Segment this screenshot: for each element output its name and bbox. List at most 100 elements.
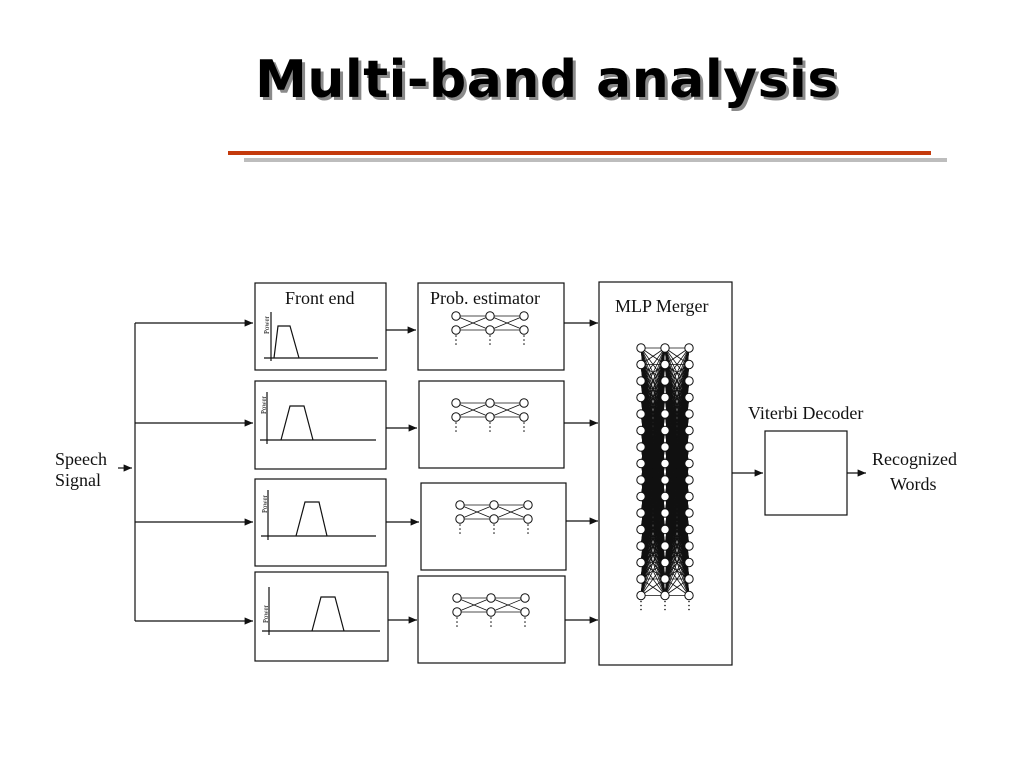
- mlp-network-band-4: [452, 593, 530, 627]
- ellipsis-dot: [493, 528, 495, 530]
- title-underline-shadow: [244, 158, 947, 162]
- network-connection: [640, 529, 666, 596]
- ellipsis-dot: [523, 339, 525, 341]
- ellipsis-dot: [493, 532, 495, 534]
- network-node: [636, 425, 646, 436]
- ellipsis-dot: [688, 608, 690, 611]
- network-node: [489, 514, 499, 524]
- ellipsis-dot: [688, 604, 690, 607]
- network-connection: [664, 512, 690, 596]
- ellipsis-dot: [523, 335, 525, 337]
- network-node: [519, 325, 529, 335]
- network-node: [684, 541, 694, 551]
- power-axis-label: Power: [262, 604, 270, 623]
- front-end-band-4: Power: [254, 571, 389, 662]
- ellipsis-dot: [527, 532, 529, 534]
- network-connection: [664, 479, 690, 596]
- network-node: [660, 541, 670, 551]
- network-node: [636, 491, 646, 502]
- viterbi-decoder-box: [764, 430, 848, 516]
- network-node: [660, 425, 670, 436]
- prob-estimator-band-3: [420, 482, 567, 571]
- network-node: [684, 425, 694, 436]
- network-node: [660, 491, 670, 502]
- network-node: [485, 311, 495, 321]
- ellipsis-dot: [664, 608, 666, 611]
- ellipsis-dot: [523, 422, 525, 424]
- network-node: [684, 557, 694, 568]
- network-node: [485, 412, 495, 422]
- network-connection: [493, 504, 529, 520]
- ellipsis-dot: [455, 422, 457, 424]
- ellipsis-dot: [459, 528, 461, 530]
- front-end-band-3: Power: [254, 478, 387, 567]
- slide-title: Multi-band analysis: [255, 50, 839, 110]
- ellipsis-dot: [664, 600, 666, 603]
- input-label-speech: Speech: [55, 449, 107, 469]
- network-node: [636, 409, 646, 419]
- network-connection: [640, 347, 666, 415]
- output-label-words: Words: [890, 474, 937, 494]
- network-node: [660, 359, 670, 370]
- output-label-recognized: Recognized: [872, 449, 957, 469]
- network-connection: [489, 402, 525, 418]
- network-node: [636, 508, 646, 518]
- network-node: [455, 514, 465, 524]
- network-connection: [640, 446, 666, 596]
- ellipsis-dot: [456, 621, 458, 623]
- ellipsis-dot: [490, 617, 492, 619]
- network-node: [452, 593, 462, 603]
- network-node: [684, 409, 694, 419]
- network-node: [455, 500, 465, 510]
- network-node: [660, 409, 670, 419]
- network-node: [684, 475, 694, 485]
- input-label-signal: Signal: [55, 470, 101, 490]
- ellipsis-dot: [489, 343, 491, 345]
- network-node: [684, 359, 694, 370]
- network-connection: [664, 430, 690, 596]
- network-connection: [459, 504, 495, 520]
- ellipsis-dot: [455, 335, 457, 337]
- front-end-band-2: Power: [254, 380, 387, 470]
- network-node: [660, 508, 670, 518]
- network-connection: [664, 347, 690, 464]
- network-node: [485, 325, 495, 335]
- ellipsis-dot: [524, 625, 526, 627]
- ellipsis-dot: [527, 528, 529, 530]
- ellipsis-dot: [524, 621, 526, 623]
- power-axis-label: Power: [263, 315, 271, 334]
- ellipsis-dot: [456, 617, 458, 619]
- ellipsis-dot: [640, 608, 642, 611]
- network-node: [451, 325, 461, 335]
- network-node: [523, 500, 533, 510]
- network-node: [523, 514, 533, 524]
- mlp-network-band-1: [451, 311, 529, 345]
- network-node: [660, 458, 670, 469]
- network-connection: [640, 347, 666, 481]
- network-connection: [455, 402, 491, 418]
- ellipsis-dot: [490, 621, 492, 623]
- ellipsis-dot: [489, 430, 491, 432]
- network-node: [684, 590, 694, 601]
- network-connection: [640, 562, 666, 596]
- front-end-title: Front end: [285, 288, 355, 308]
- network-node: [486, 593, 496, 603]
- network-node: [451, 412, 461, 422]
- ellipsis-dot: [523, 426, 525, 428]
- network-node: [660, 343, 670, 353]
- network-connection: [490, 597, 526, 613]
- network-connection: [640, 545, 666, 596]
- network-node: [660, 524, 670, 535]
- network-connection: [640, 347, 666, 464]
- ellipsis-dot: [523, 430, 525, 432]
- ellipsis-dot: [640, 600, 642, 603]
- network-node: [684, 508, 694, 518]
- mlp-network-band-2: [451, 398, 529, 432]
- network-node: [636, 359, 646, 370]
- title-underline-primary: [228, 151, 931, 155]
- network-connection: [455, 315, 491, 331]
- mlp-merger-network: [636, 343, 694, 611]
- ellipsis-dot: [459, 524, 461, 526]
